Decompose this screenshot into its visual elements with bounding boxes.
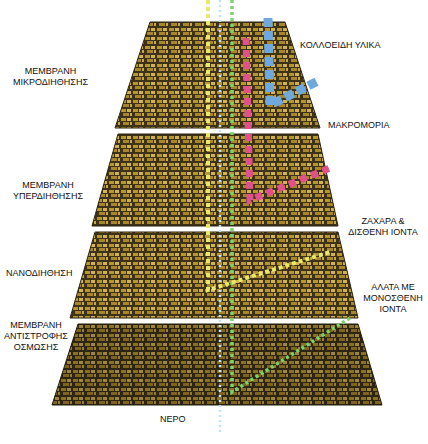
particle-label: ΜΑΚΡΟΜΟΡΙΑ [328, 120, 390, 131]
membrane-label: ΜΕΜΒΡΑΝΗ ΑΝΤΙΣΤΡΟΦΗΣ ΟΣΜΩΣΗΣ [3, 320, 69, 352]
water-stream [219, 0, 222, 432]
colloid-stream [268, 18, 320, 105]
microfiltration-layer [115, 22, 320, 128]
membrane-label: ΜΕΜΒΡΑΝΗ ΜΙΚΡΟΔΙΗΘΗΣΗΣ [3, 66, 98, 88]
reverse-osmosis-layer [52, 324, 382, 405]
particle-label: ΖΑΧΑΡΑ & ΔΙΣΘΕΝΗ ΙΟΝΤΑ [342, 216, 424, 238]
particle-label: ΑΛΑΤΑ ΜΕ ΜΟΝΟΣΘΕΝΗ ΙΟΝΤΑ [362, 282, 424, 314]
macromolecule-stream [246, 38, 330, 200]
layer-shade [52, 324, 382, 405]
membrane-label: ΝΑΝΟΔΙΗΘΗΣΗ [6, 268, 72, 279]
stream-label: ΝΕΡΟ [160, 414, 186, 425]
nanofiltration-layer [70, 232, 358, 318]
particle-label: ΚΟΛΛΟΕΙΔΗ ΥΛΙΚΑ [300, 40, 381, 51]
membrane-label: ΜΕΜΒΡΑΝΗ ΥΠΕΡΔΙΗΘΗΣΗΣ [3, 180, 93, 202]
salt-ion-stream [232, 0, 350, 392]
